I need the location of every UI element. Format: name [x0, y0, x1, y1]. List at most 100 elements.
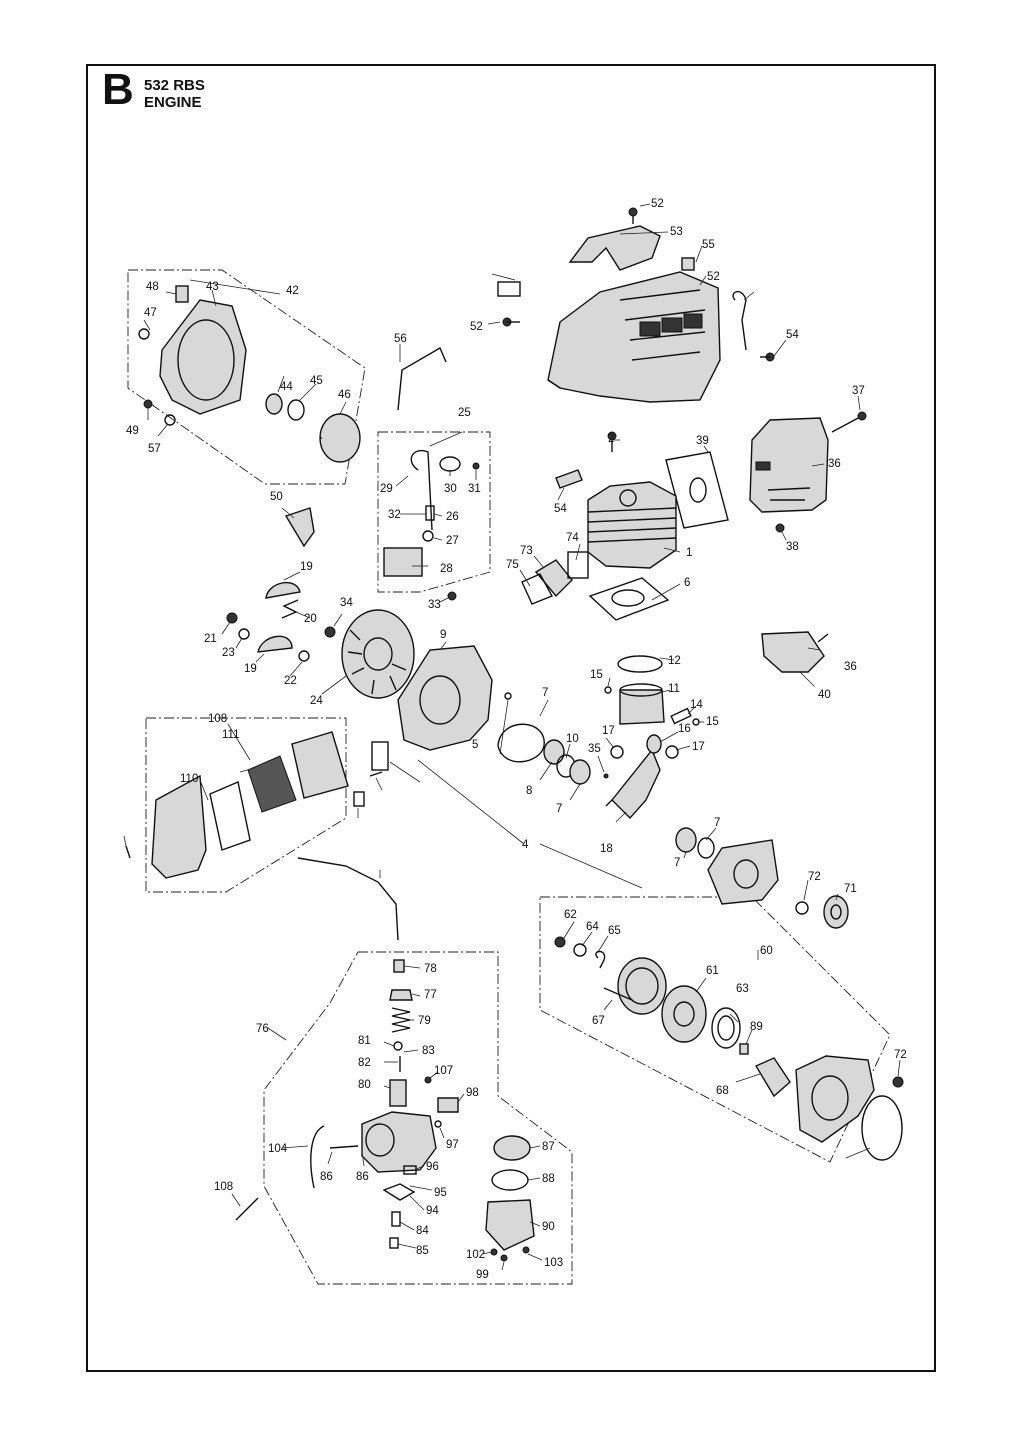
screw-33-part	[447, 591, 457, 601]
callout-24: 24	[310, 695, 323, 707]
callout-67: 71	[844, 883, 857, 895]
group-outline-42	[127, 269, 366, 485]
callout-27: 27	[446, 535, 459, 547]
callout-49: 49	[126, 425, 139, 437]
seal-8-part	[697, 837, 715, 859]
group-outline-99	[145, 717, 347, 893]
callout-26: 26	[446, 511, 459, 523]
pawl-86-part	[739, 1043, 749, 1055]
callout-31: 31	[468, 483, 481, 495]
screw-97-part	[424, 1076, 432, 1084]
callout-7b: 7	[674, 857, 680, 869]
flange-67-part	[823, 895, 849, 929]
filter-30-part	[439, 456, 461, 472]
callout-40: 40	[818, 689, 831, 701]
callout-99: 108	[208, 713, 227, 725]
float-bowl-87-part	[485, 1199, 535, 1251]
callout-18: 18	[600, 843, 613, 855]
washer-22-part	[298, 650, 310, 662]
spring-61-part	[711, 1007, 741, 1049]
callout-76: 79	[418, 1015, 431, 1027]
callout-69: 72	[808, 871, 821, 883]
callout-93: 99	[476, 1269, 489, 1281]
callout-90: 96	[426, 1161, 439, 1173]
callout-52b: 52	[470, 321, 483, 333]
callout-83: 86	[320, 1171, 333, 1183]
spring-20-part	[281, 599, 299, 619]
screw-60-part	[554, 936, 566, 948]
cylinder-cover-part	[547, 271, 721, 403]
part-27-part	[422, 530, 434, 542]
callout-2: 2	[608, 433, 614, 445]
rope-64-part	[603, 987, 633, 1001]
crankshaft-part	[605, 748, 661, 820]
clip-55-part	[681, 257, 695, 271]
spring-76-part	[391, 1007, 411, 1033]
callout-34: 34	[340, 597, 353, 609]
pin-5-part	[504, 692, 512, 700]
callout-1: 1	[686, 547, 692, 559]
callout-63: 65	[608, 925, 621, 937]
washer-91-part	[434, 1120, 442, 1128]
callout-30: 30	[444, 483, 457, 495]
callout-14: 14	[690, 699, 703, 711]
callout-94: 102	[466, 1249, 485, 1261]
callout-58: 60	[760, 945, 773, 957]
group-outline-25	[377, 431, 491, 593]
callout-74: 77	[424, 989, 437, 1001]
washer-47-part	[138, 328, 150, 340]
diaphragm-88-part	[382, 1183, 416, 1201]
callout-64: 67	[592, 1015, 605, 1027]
starter-housing-part	[795, 1055, 875, 1143]
callout-11: 10	[566, 733, 579, 745]
handle-65-part	[754, 1057, 791, 1098]
clutch-shoe-19b-part	[257, 635, 293, 653]
callout-19b: 19	[244, 663, 257, 675]
crankcase-part	[397, 645, 493, 751]
callout-47: 47	[144, 307, 157, 319]
cup-85-part	[493, 1135, 531, 1161]
callout-17a: 17	[602, 725, 615, 737]
callout-55: 55	[702, 239, 715, 251]
bolt-98-part	[235, 1197, 259, 1221]
callout-51: 52	[707, 271, 720, 283]
clutch-housing-part	[159, 299, 247, 415]
washer-62-part	[573, 943, 587, 957]
slide-77-part	[389, 1079, 407, 1107]
callout-85: 87	[542, 1141, 555, 1153]
callout-15b: 15	[706, 716, 719, 728]
screw-111-part	[369, 771, 383, 777]
callout-59: 61	[706, 965, 719, 977]
screw-83-part	[329, 1145, 359, 1149]
bearing-7b-part	[675, 827, 697, 853]
callout-10: 9	[440, 629, 446, 641]
screw-68-part	[892, 1076, 904, 1088]
callout-52a: 52	[651, 198, 664, 210]
bolt-21-part	[226, 612, 238, 624]
gasket-3-part	[588, 577, 670, 621]
section-letter: B	[102, 65, 134, 114]
drum-46-part	[319, 413, 361, 463]
nut-74-part	[389, 989, 413, 1001]
washer-17b-part	[665, 745, 679, 759]
fuel-hose-29-part	[410, 449, 433, 531]
muffler-part	[749, 417, 829, 513]
callout-89: 95	[434, 1187, 447, 1199]
screw-95-part	[522, 1246, 530, 1254]
spring-63-part	[595, 950, 606, 969]
hose-96-part	[310, 1125, 325, 1189]
callout-20: 20	[304, 613, 317, 625]
callout-79: 82	[358, 1057, 371, 1069]
rings-13-part	[617, 655, 663, 673]
callout-9: 8	[526, 785, 532, 797]
group-outline-73	[263, 951, 573, 1285]
intake-70-part	[534, 559, 573, 598]
callout-36: 36	[828, 458, 841, 470]
gasket-90-part	[403, 1165, 417, 1175]
callout-21: 21	[204, 633, 217, 645]
screw-81-part	[391, 1211, 401, 1227]
bearing-7-part	[569, 759, 591, 785]
callout-92: 98	[466, 1087, 479, 1099]
callout-8: 7	[714, 817, 720, 829]
